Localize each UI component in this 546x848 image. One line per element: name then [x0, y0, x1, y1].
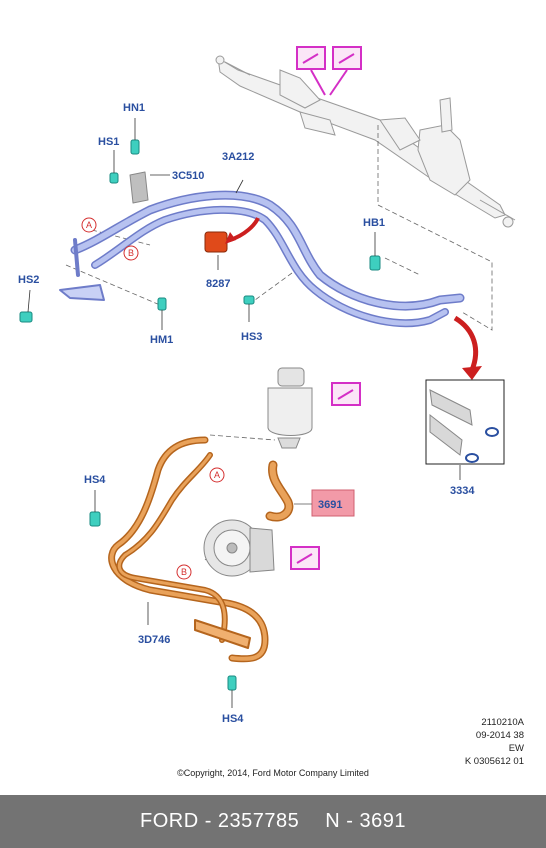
callout-hs2: HS2 — [18, 274, 39, 286]
meta-line-3: EW — [508, 743, 524, 754]
meta-line-2: 09-2014 38 — [475, 730, 524, 741]
detail-box-3334 — [425, 379, 505, 465]
callout-hs1: HS1 — [98, 136, 119, 148]
footer-bar: FORD - 2357785 N - 3691 — [0, 795, 546, 848]
callout-3334: 3334 — [450, 485, 475, 497]
marker-circles — [81, 217, 225, 580]
callout-hn1: HN1 — [123, 102, 145, 114]
notes-pen-marks — [296, 53, 355, 564]
callout-hs4-bottom: HS4 — [222, 713, 244, 725]
marker-a-bottom: A — [214, 470, 220, 480]
marker-a-top: A — [86, 220, 92, 230]
power-steering-pump — [203, 519, 275, 577]
callout-8287: 8287 — [206, 278, 230, 290]
copyright-notice: ©Copyright, 2014, Ford Motor Company Lim… — [177, 768, 369, 778]
fastener-leaders — [27, 118, 461, 708]
marker-b-top: B — [128, 248, 134, 258]
callout-3a212: 3A212 — [222, 151, 254, 163]
callout-3c510: 3C510 — [172, 170, 204, 182]
reservoir — [267, 367, 313, 449]
callout-hm1: HM1 — [150, 334, 173, 346]
parts-diagram: A B A B HN1 HS1 3C510 3A212 HB1 HS2 8287… — [18, 46, 516, 725]
footer-part-number: FORD - 2357785 — [139, 810, 300, 832]
callout-3691: 3691 — [318, 499, 342, 511]
footer-reference: N - 3691 — [325, 810, 406, 832]
callout-3d746: 3D746 — [138, 634, 170, 646]
callout-hs4-top: HS4 — [84, 474, 106, 486]
steering-rack — [215, 55, 516, 228]
meta-line-1: 2110210A — [481, 717, 524, 728]
meta-line-4: K 0305612 01 — [464, 756, 524, 767]
bolt-fastener-icon — [19, 139, 381, 691]
marker-b-bottom: B — [181, 567, 187, 577]
drawing-meta: 2110210A 09-2014 38 EW K 0305612 01 — [465, 716, 524, 768]
callout-hb1: HB1 — [363, 217, 385, 229]
pressure-hose-blue — [59, 171, 465, 328]
arrow-callout-icon — [453, 315, 482, 380]
callout-hs3: HS3 — [241, 331, 262, 343]
part-8287-clip — [204, 217, 260, 253]
return-hose-orange — [108, 436, 269, 663]
supply-hose-3691 — [265, 460, 355, 522]
